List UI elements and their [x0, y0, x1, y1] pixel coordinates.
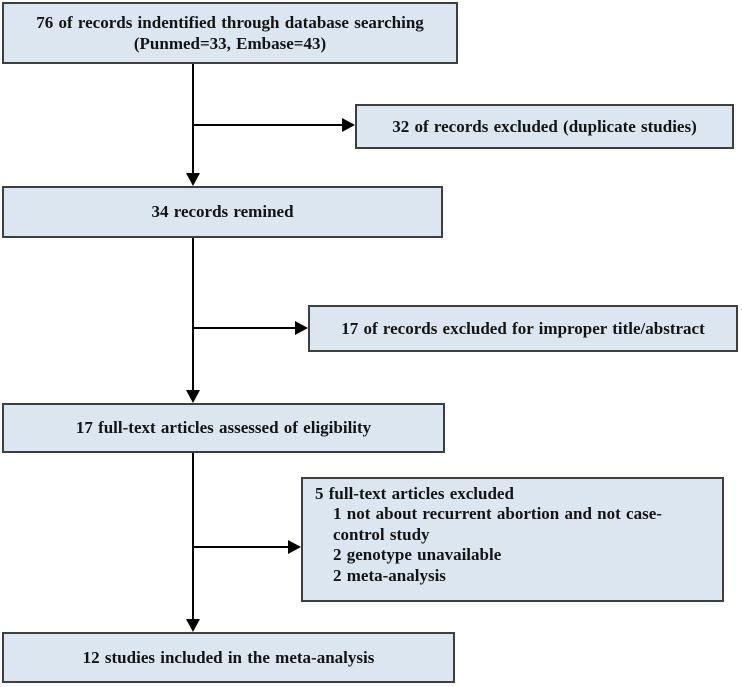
- studies-included-text: 12 studies included in the meta-analysis: [82, 647, 375, 667]
- fulltext-excluded-reason: 1 not about recurrent abortion and not c…: [333, 504, 662, 544]
- arrow-right-icon: [288, 540, 301, 554]
- arrow-right-icon: [342, 118, 355, 132]
- excluded-duplicates-text: 32 of records excluded (duplicate studie…: [392, 116, 697, 136]
- records-identified-line1: 76 of records indentified through databa…: [36, 12, 424, 32]
- fulltext-excluded-heading: 5 full-text articles excluded: [315, 484, 514, 503]
- box-studies-included: 12 studies included in the meta-analysis: [2, 632, 455, 683]
- arrow-right-icon: [295, 321, 308, 335]
- box-excluded-title-abstract: 17 of records excluded for improper titl…: [308, 305, 738, 352]
- fulltext-excluded-reason: 2 meta-analysis: [333, 565, 446, 585]
- box-fulltext-excluded: 5 full-text articles excluded 1 not abou…: [301, 477, 724, 602]
- fulltext-excluded-reason: 2 genotype unavailable: [333, 545, 502, 565]
- box-records-identified: 76 of records indentified through databa…: [2, 2, 458, 64]
- records-identified-line2: (Punmed=33, Embase=43): [133, 34, 327, 53]
- records-remained-text: 34 records remined: [151, 202, 294, 222]
- fulltext-assessed-text: 17 full-text articles assessed of eligib…: [75, 418, 372, 438]
- box-records-remained: 34 records remined: [2, 186, 443, 238]
- arrow-down-icon: [186, 619, 200, 632]
- arrow-down-icon: [186, 173, 200, 186]
- arrow-down-icon: [186, 390, 200, 403]
- excluded-title-abstract-text: 17 of records excluded for improper titl…: [341, 318, 705, 338]
- box-excluded-duplicates: 32 of records excluded (duplicate studie…: [355, 104, 734, 149]
- box-fulltext-assessed: 17 full-text articles assessed of eligib…: [2, 403, 445, 453]
